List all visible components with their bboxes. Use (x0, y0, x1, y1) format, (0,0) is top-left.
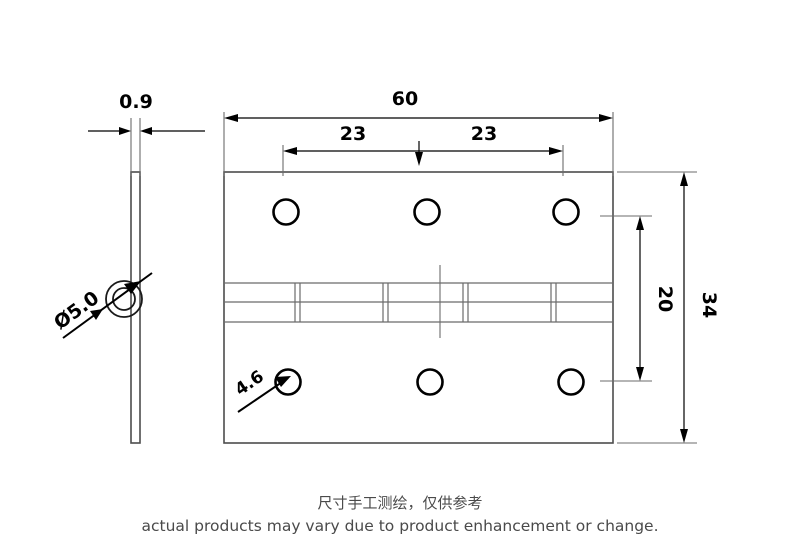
arrow-head (90, 309, 103, 320)
side-edge-view (130, 171, 141, 444)
pin-ring-inner (112, 287, 136, 311)
arrow-head (680, 429, 688, 443)
hole-bottom-left (274, 368, 302, 396)
hole-top-left (272, 198, 300, 226)
pin-ring-outer (105, 280, 143, 318)
side-view-strip (130, 171, 141, 444)
hole-row-extension-lines (600, 215, 652, 382)
dimension-label-spacing-right: 23 (471, 123, 497, 145)
dimension-hole-spacing: 23 23 (283, 123, 563, 166)
arrow-head (140, 127, 152, 135)
hole-row-bottom (274, 368, 585, 396)
hole-row-top (272, 198, 580, 226)
hinge-plate-outline (223, 171, 614, 444)
hole-spacing-extension-lines (282, 145, 564, 176)
dimension-label-thickness: 0.9 (119, 91, 153, 113)
hole-top-right (552, 198, 580, 226)
arrow-head (224, 114, 238, 122)
leader-pin-diameter: Ø5.0 (50, 272, 153, 339)
arrow-head (680, 172, 688, 186)
dimension-thickness-0-9: 0.9 (88, 91, 205, 135)
arrow-head (283, 147, 297, 155)
thickness-extension-lines (130, 118, 141, 176)
pin-ring-detail (105, 280, 143, 318)
caption-chinese: 尺寸手工测绘，仅供参考 (317, 494, 482, 512)
dimension-label-spacing-left: 23 (340, 123, 366, 145)
arrow-head (636, 367, 644, 381)
width-extension-lines (223, 112, 614, 176)
arrow-head (636, 216, 644, 230)
plate-centerline (412, 265, 452, 338)
dimension-overall-height: 34 (680, 172, 720, 443)
arrow-head (549, 147, 563, 155)
dimension-label-height: 34 (698, 292, 720, 318)
arrow-head-down (415, 152, 423, 166)
arrow-head (275, 376, 291, 387)
hole-bottom-center (416, 368, 444, 396)
hole-top-center (413, 198, 441, 226)
caption-english: actual products may vary due to product … (141, 517, 658, 535)
arrow-head (599, 114, 613, 122)
dimension-label-row-spacing: 20 (654, 286, 676, 312)
hole-bottom-right (557, 368, 585, 396)
front-face-view (223, 171, 614, 444)
leader-hole-diameter: 4.6 (232, 367, 291, 413)
dimension-label-width: 60 (392, 88, 418, 110)
height-extension-lines (617, 171, 697, 444)
dimension-overall-width: 60 (224, 88, 613, 122)
dimension-hole-row-spacing: 20 (636, 216, 676, 381)
arrow-head (124, 281, 141, 294)
arrow-head (119, 127, 131, 135)
